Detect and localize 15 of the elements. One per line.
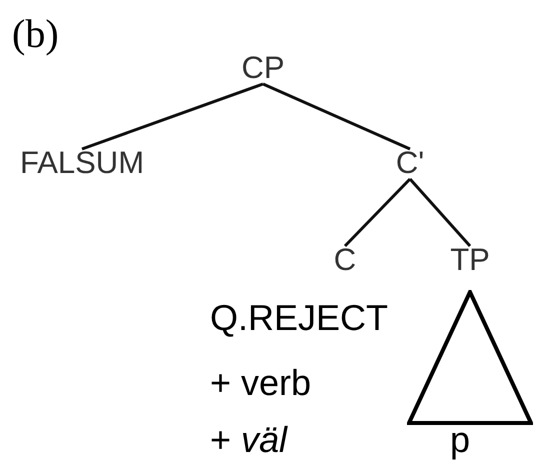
feature-text: Q.REJECT [210, 298, 388, 338]
tree-node-label: FALSUM [20, 145, 144, 181]
tree-node-label: CP [241, 50, 285, 86]
tree-node-label: C' [396, 145, 424, 181]
triangle-symbol [407, 290, 533, 425]
tree-branch [82, 82, 264, 150]
tree-branch [344, 178, 412, 248]
feature-text: + väl [210, 420, 288, 460]
subtree-label: p [450, 420, 470, 460]
feature-text: + verb [210, 363, 312, 403]
tree-branch [408, 178, 472, 247]
tree-branch [262, 82, 411, 150]
panel-label: (b) [12, 10, 59, 57]
tree-node-label: TP [450, 242, 490, 278]
tree-node-label: C [334, 242, 356, 278]
